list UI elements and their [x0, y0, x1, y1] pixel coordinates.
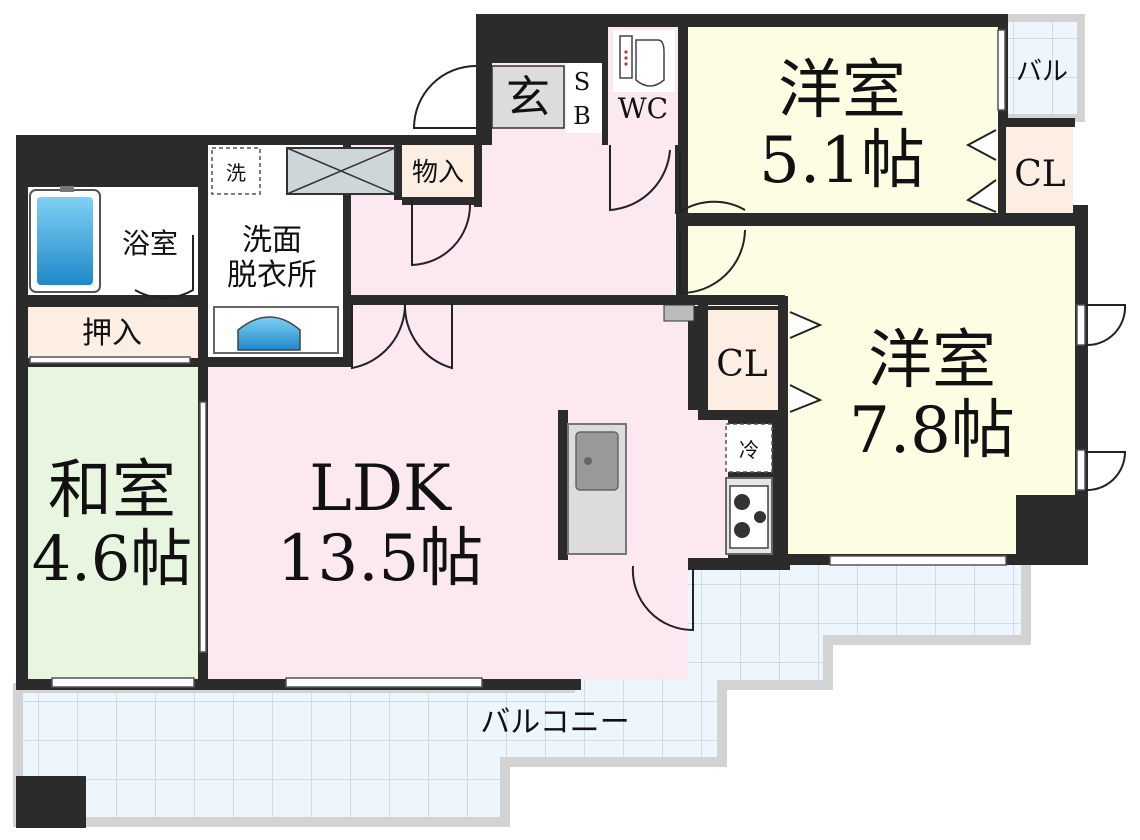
closet-doors: [789, 129, 997, 413]
western-a-size: 5.1帖: [759, 124, 925, 198]
storage-shelf-icon: [286, 147, 396, 195]
balcony-small-label: バル: [1016, 57, 1068, 87]
washer-label: 洗: [226, 161, 246, 185]
fridge-label: 冷: [739, 438, 759, 462]
washroom-line2: 脱衣所: [227, 258, 317, 293]
closet-a-floor: [1005, 127, 1073, 213]
toilet-icon: [613, 30, 675, 92]
shoebox-b: B: [573, 102, 591, 130]
closet-japanese-name: 押入: [82, 316, 142, 351]
fridge-icon: [725, 423, 773, 473]
balcony-main-label: バルコニー: [480, 705, 629, 740]
japanese-size: 4.6帖: [32, 522, 193, 595]
japanese-name: 和室: [48, 454, 176, 528]
ldk-size: 13.5帖: [277, 522, 484, 596]
stove-icon: [725, 477, 773, 555]
western-a-name: 洋室: [778, 54, 906, 128]
western-b-size: 7.8帖: [849, 394, 1015, 468]
closet-b-name: CL: [716, 344, 768, 385]
japanese-floor: [28, 367, 198, 679]
sink-icon: [213, 306, 339, 354]
entrance-mat-icon: [491, 65, 565, 129]
western-a-floor: [688, 27, 998, 213]
storage-floor: [402, 145, 474, 197]
labels: 洋室 5.1帖 洋室 7.8帖 和室 4.6帖 LDK 13.5帖 浴室 洗面 …: [32, 54, 1068, 740]
kitchen-sink-icon: [567, 423, 627, 555]
closet-japanese-floor: [28, 307, 198, 359]
vent-icon: [663, 304, 695, 322]
washroom-line1: 洗面: [242, 223, 302, 258]
closet-b-floor: [708, 310, 778, 412]
western-b-name: 洋室: [868, 324, 996, 398]
ldk-name: LDK: [309, 452, 452, 526]
wc-name: WC: [618, 92, 668, 125]
shoebox-floor: [566, 63, 604, 133]
closet-a-name: CL: [1014, 154, 1066, 195]
washer-icon: [211, 147, 261, 195]
bathtub-icon: [29, 186, 101, 293]
storage-name: 物入: [412, 158, 464, 188]
windows: [29, 29, 1086, 688]
doors: [134, 65, 1127, 632]
entrance-name: 玄: [506, 72, 550, 123]
ldk-floor-low: [208, 560, 558, 679]
bath-name: 浴室: [122, 227, 178, 260]
shoebox-s: S: [574, 68, 590, 96]
